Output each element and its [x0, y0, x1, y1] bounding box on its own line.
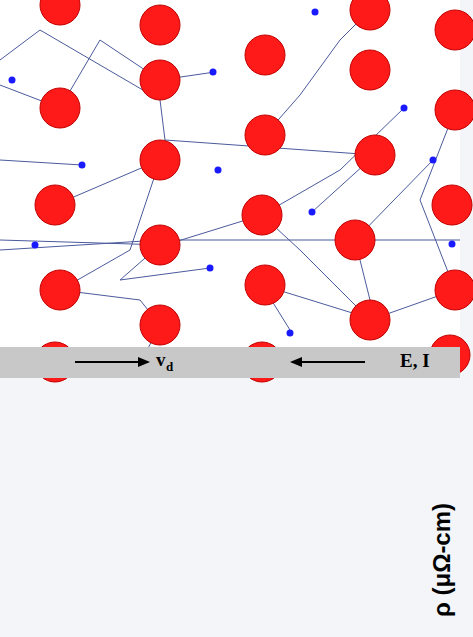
lattice-ion: [245, 115, 285, 155]
electron-path: [0, 240, 460, 250]
electron-path: [0, 160, 82, 165]
velocity-label: v: [156, 350, 166, 369]
lattice-ion: [435, 90, 473, 130]
lattice-ion: [335, 220, 375, 260]
electron: [401, 105, 408, 112]
electron: [215, 167, 222, 174]
lattice-ion: [350, 0, 390, 30]
lattice-ion: [242, 195, 282, 235]
field-label: E, I: [400, 351, 430, 370]
electron: [79, 162, 86, 169]
lattice-ion: [435, 10, 473, 50]
velocity-subscript: d: [166, 360, 173, 373]
electron: [312, 9, 319, 16]
lattice-ion: [140, 5, 180, 45]
electron-path: [0, 40, 215, 108]
electron: [430, 157, 437, 164]
electron: [207, 265, 214, 272]
lattice-ion: [245, 35, 285, 75]
lattice-ion: [40, 270, 80, 310]
lattice-ion: [245, 265, 285, 305]
lattice-ion: [432, 185, 472, 225]
drift-arrow: [75, 361, 148, 363]
electron: [287, 330, 294, 337]
electron-path: [262, 110, 455, 320]
lattice-ion: [40, 88, 80, 128]
lattice-ion: [140, 60, 180, 100]
electron: [210, 69, 217, 76]
lattice-ion: [350, 50, 390, 90]
field-arrow: [292, 361, 365, 363]
electron: [449, 241, 456, 248]
electron: [309, 209, 316, 216]
lattice-ion: [140, 225, 180, 265]
lattice-ion: [140, 305, 180, 345]
lattice-ion: [40, 0, 80, 25]
lattice-ion: [350, 300, 390, 340]
electron: [9, 77, 16, 84]
electron-path: [262, 160, 433, 330]
bottom-bar: [0, 347, 460, 378]
lattice-ion: [140, 140, 180, 180]
axis-label: ρ (μΩ-cm): [429, 503, 455, 617]
lattice-ion: [355, 135, 395, 175]
lattice-ion: [435, 270, 473, 310]
lattice-ion: [35, 185, 75, 225]
electron: [32, 242, 39, 249]
